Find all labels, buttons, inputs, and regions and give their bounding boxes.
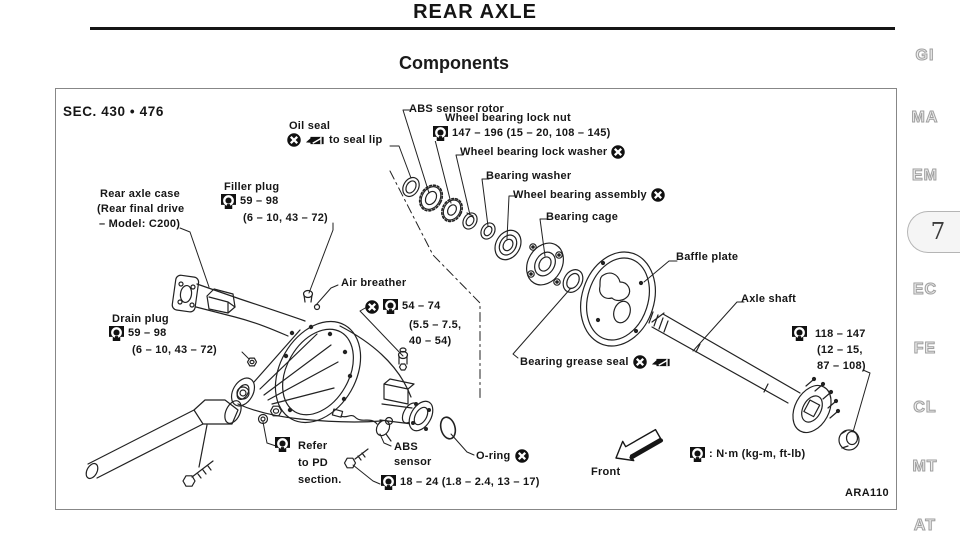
axle-shaft-torque-icon-wrap	[792, 326, 807, 341]
sidebar-tab-ec: EC	[912, 281, 938, 299]
label-rear-axle-case-line1: Rear axle case	[100, 188, 180, 200]
filler-plug-torque-row: 59 – 98	[221, 194, 278, 209]
torque-spec-icon	[109, 326, 124, 341]
lock-nut-torque-row: 147 – 196 (15 – 20, 108 – 145)	[433, 126, 611, 141]
label-wheel-bearing-assembly: Wheel bearing assembly	[513, 188, 665, 202]
bearing-assembly-text: Wheel bearing assembly	[513, 188, 647, 201]
torque-spec-icon	[221, 194, 236, 209]
sidebar-tab-em: EM	[912, 167, 938, 185]
sidebar-tab-gi: GI	[915, 47, 935, 65]
title-rule	[90, 27, 895, 30]
label-rear-axle-case-line3: – Model: C200)	[99, 218, 181, 230]
air-breather-torque-line1: 54 – 74	[402, 300, 441, 312]
label-bearing-washer: Bearing washer	[486, 170, 572, 182]
grease-point-icon	[287, 133, 301, 147]
section-heading: Components	[399, 53, 509, 73]
air-breather-torque-line2: (5.5 – 7.5,	[409, 319, 462, 331]
label-abs-sensor-line1: ABS	[394, 441, 418, 453]
label-drain-plug: Drain plug	[112, 313, 169, 325]
sidebar-tab-ma: MA	[911, 109, 939, 127]
grease-point-icon	[632, 355, 647, 369]
pd-note-line1: Refer	[298, 440, 328, 452]
bearing-grease-seal-text: Bearing grease seal	[520, 355, 629, 368]
axle-shaft-torque-line1: 118 – 147	[815, 328, 866, 340]
pd-note-line2: to PD	[298, 457, 328, 469]
section-number-label: SEC. 430 • 476	[63, 104, 164, 119]
grease-point-icon	[651, 188, 665, 202]
drain-plug-torque-line2: (6 – 10, 43 – 72)	[132, 344, 217, 356]
label-oil-seal: Oil seal	[289, 120, 331, 132]
label-wheel-bearing-lock-nut: Wheel bearing lock nut	[445, 112, 571, 124]
sidebar-tab-at: AT	[913, 517, 937, 535]
axle-shaft-torque-line3: 87 – 108)	[817, 360, 866, 372]
torque-spec-icon	[381, 475, 396, 490]
label-filler-plug: Filler plug	[224, 181, 280, 193]
current-section-tab: 7	[907, 211, 960, 253]
torque-legend-text: : N·m (kg-m, ft-lb)	[709, 448, 806, 460]
label-bearing-cage: Bearing cage	[546, 211, 619, 223]
label-bearing-grease-seal: Bearing grease seal	[520, 355, 671, 369]
oil-seal-note: to seal lip	[329, 133, 383, 146]
grease-point-icon	[514, 449, 529, 463]
torque-spec-icon	[275, 437, 290, 452]
axle-shaft-torque-line2: (12 – 15,	[817, 344, 863, 356]
lock-nut-torque: 147 – 196 (15 – 20, 108 – 145)	[452, 127, 611, 139]
label-abs-sensor-line2: sensor	[394, 456, 432, 468]
drain-plug-torque-line1: 59 – 98	[128, 327, 167, 339]
torque-spec-icon	[690, 447, 705, 462]
torque-spec-icon	[433, 126, 448, 141]
torque-spec-icon	[383, 299, 398, 314]
pd-note-torque-icon-wrap	[275, 437, 290, 452]
grease-tube-icon	[651, 358, 670, 366]
pd-note-line3: section.	[298, 474, 342, 486]
grease-point-icon	[365, 299, 379, 314]
label-axle-shaft: Axle shaft	[741, 293, 797, 305]
page-title: REAR AXLE	[413, 1, 537, 23]
air-breather-torque-line3: 40 – 54)	[409, 335, 452, 347]
torque-spec-icon	[792, 326, 807, 341]
lock-washer-text: Wheel bearing lock washer	[460, 145, 608, 158]
drain-plug-torque-row: 59 – 98	[109, 326, 166, 341]
label-air-breather: Air breather	[341, 277, 407, 289]
grease-point-icon	[611, 145, 626, 159]
label-o-ring: O-ring	[476, 449, 529, 463]
label-wheel-bearing-lock-washer: Wheel bearing lock washer	[460, 145, 626, 159]
filler-plug-torque-line2: (6 – 10, 43 – 72)	[243, 212, 328, 224]
front-direction-label: Front	[591, 466, 621, 478]
abs-sensor-torque: 18 – 24 (1.8 – 2.4, 13 – 17)	[400, 476, 540, 488]
label-rear-axle-case-line2: (Rear final drive	[97, 203, 185, 215]
torque-legend-row: : N·m (kg-m, ft-lb)	[690, 447, 805, 462]
filler-plug-torque-line1: 59 – 98	[240, 195, 279, 207]
sidebar-tab-mt: MT	[912, 458, 938, 476]
label-baffle-plate: Baffle plate	[676, 251, 739, 263]
oil-seal-note-row: to seal lip	[287, 133, 383, 147]
air-breather-torque-row: 54 – 74	[365, 299, 440, 314]
o-ring-text: O-ring	[476, 449, 511, 462]
abs-sensor-torque-row: 18 – 24 (1.8 – 2.4, 13 – 17)	[381, 475, 540, 490]
grease-tube-icon	[305, 136, 324, 144]
figure-code: ARA110	[845, 487, 889, 499]
sidebar-tab-fe: FE	[913, 340, 937, 358]
sidebar-tab-cl: CL	[913, 399, 937, 417]
label-abs-sensor-rotor: ABS sensor rotor	[409, 103, 505, 115]
